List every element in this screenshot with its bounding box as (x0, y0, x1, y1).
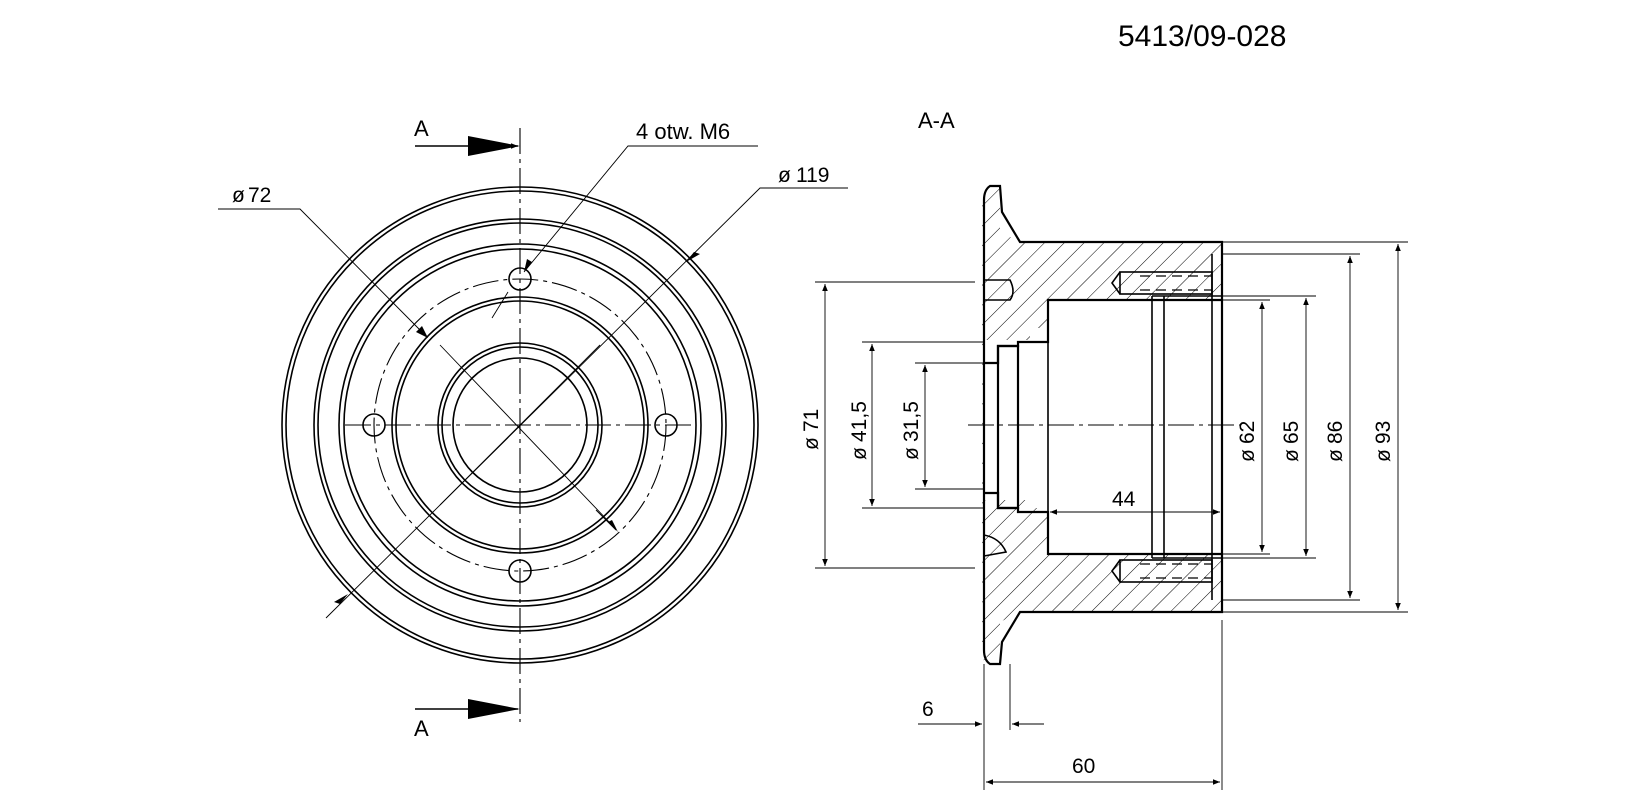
d119-leader-arrow-bottom (334, 594, 348, 604)
d93-symbol: ø (1372, 449, 1395, 462)
tapped-hole-bottom (1119, 559, 1213, 583)
d31-symbol: ø (900, 447, 923, 460)
d119-leader-arrow-top (686, 252, 700, 262)
d62-symbol: ø (1236, 449, 1259, 462)
cut-arrow-bottom-head (468, 699, 520, 719)
holes-leader-arrow (524, 259, 532, 272)
diagonal-line-1 (439, 344, 613, 526)
drawing-number: 5413/09-028 (1118, 20, 1287, 53)
d93-label: 93 (1372, 421, 1395, 444)
d72-leader-arrow (416, 326, 428, 338)
section-label: A-A (918, 108, 955, 133)
d119-leader (325, 187, 848, 619)
d86-label: 86 (1324, 421, 1347, 444)
d72-leader (218, 208, 421, 331)
tapped-hole-top (1119, 271, 1213, 295)
d119-label: 119 (796, 164, 829, 187)
cut-label-bottom: A (414, 716, 429, 741)
bore-cavity (1047, 299, 1223, 555)
len60-label: 60 (1072, 755, 1095, 778)
holes-leader-ext (491, 291, 509, 319)
d72-label: 72 (248, 184, 271, 207)
d71-symbol: ø (800, 437, 823, 450)
flange-groove-bottom (983, 534, 1008, 557)
inner-groove (996, 344, 1020, 510)
tapped-hole-bottom-tip (1111, 559, 1121, 583)
cut-label-top: A (414, 116, 429, 141)
holes-label: 4 otw. M6 (636, 119, 730, 144)
d65-label: 65 (1280, 421, 1303, 444)
d119-symbol: ø (778, 164, 791, 187)
d41-symbol: ø (848, 447, 871, 460)
d62-label: 62 (1236, 421, 1259, 444)
cut-arrow-top-head (468, 136, 520, 156)
d72-symbol: ø (232, 184, 245, 207)
d72-leader-arrow2 (608, 520, 618, 532)
section-body-hatched (982, 186, 1222, 662)
d71-label: 71 (800, 409, 823, 432)
body-circle (338, 243, 702, 607)
len6-label: 6 (922, 698, 934, 721)
front-view: A A 4 otw. M6 ø 72 ø 119 (218, 116, 848, 741)
d41-label: 41,5 (848, 401, 871, 442)
tapped-hole-top-tip (1111, 271, 1121, 295)
section-view: A-A ø 71 ø (800, 108, 1408, 790)
d65-symbol: ø (1280, 449, 1303, 462)
flange-groove-top (984, 279, 1014, 301)
d31-label: 31,5 (900, 401, 923, 442)
holes-leader (523, 145, 758, 273)
len44-label: 44 (1112, 488, 1136, 511)
d86-symbol: ø (1324, 449, 1347, 462)
